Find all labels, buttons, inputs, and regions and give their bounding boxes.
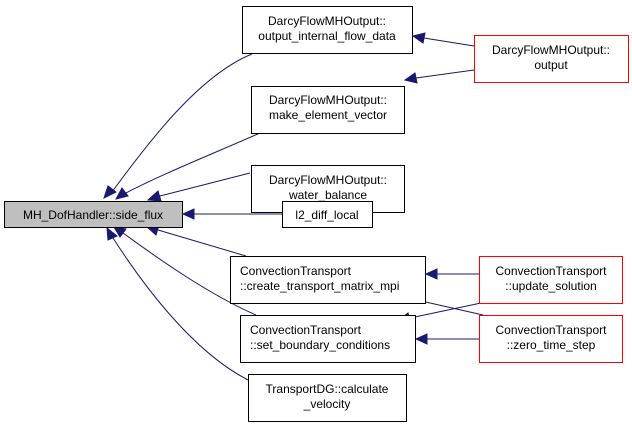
node-label: ::create_transport_matrix_mpi — [240, 279, 399, 293]
arrowhead — [103, 185, 117, 199]
node-label: ::zero_time_step — [507, 338, 596, 352]
edge-set_boundary_conditions-to-side_flux — [122, 232, 257, 316]
node-side-flux[interactable]: MH_DofHandler::side_flux — [4, 201, 183, 228]
node-label: output_internal_flow_data — [258, 29, 396, 43]
node-output-internal-flow-data[interactable]: DarcyFlowMHOutput:: output_internal_flow… — [242, 6, 413, 54]
arrowhead — [424, 268, 438, 280]
arrowhead — [106, 226, 118, 241]
node-label: TransportDG::calculate — [266, 382, 389, 396]
arrowhead — [411, 32, 426, 44]
node-label: ConvectionTransport — [496, 264, 608, 278]
node-label: ::set_boundary_conditions — [250, 338, 390, 352]
edge-create_transport_matrix_mpi-to-side_flux — [157, 229, 247, 257]
edge-water_balance-to-side_flux — [159, 172, 251, 197]
arrowhead — [403, 72, 418, 84]
node-create-transport-matrix-mpi[interactable]: ConvectionTransport ::create_transport_m… — [230, 256, 426, 304]
node-label: MH_DofHandler::side_flux — [23, 208, 163, 222]
edge-calculate_velocity-to-side_flux — [112, 237, 249, 381]
edge-output-to-output_internal_flow_data — [423, 37, 475, 47]
node-label: ConvectionTransport — [250, 323, 362, 337]
node-label: make_element_vector — [269, 108, 387, 122]
node-zero-time-step[interactable]: ConvectionTransport ::zero_time_step — [479, 315, 623, 363]
edge-make_element_vector-to-side_flux — [123, 132, 261, 195]
node-label: _velocity — [303, 397, 351, 411]
node-label: DarcyFlowMHOutput:: — [268, 14, 386, 28]
arrowhead — [181, 208, 195, 220]
node-label: water_balance — [288, 188, 367, 202]
edge-update_solution-to-set_boundary_conditions — [409, 302, 482, 319]
arrowhead — [414, 333, 428, 345]
node-label: ConvectionTransport — [240, 264, 352, 278]
edge-output_internal_flow_data-to-side_flux — [111, 53, 253, 193]
node-label: DarcyFlowMHOutput:: — [269, 173, 387, 187]
node-calculate-velocity[interactable]: TransportDG::calculate _velocity — [248, 374, 407, 422]
node-label: output — [534, 58, 568, 72]
node-label: DarcyFlowMHOutput:: — [492, 43, 610, 57]
node-l2-diff-local[interactable]: l2_diff_local — [282, 201, 373, 228]
edge-output-to-make_element_vector — [415, 69, 475, 79]
arrowhead — [146, 190, 162, 202]
arrowhead — [115, 187, 129, 200]
node-set-boundary-conditions[interactable]: ConvectionTransport ::set_boundary_condi… — [240, 315, 416, 363]
node-label: l2_diff_local — [295, 208, 358, 222]
node-make-element-vector[interactable]: DarcyFlowMHOutput:: make_element_vector — [251, 86, 405, 134]
node-update-solution[interactable]: ConvectionTransport ::update_solution — [479, 256, 623, 304]
node-label: ::update_solution — [505, 279, 596, 293]
node-label: ConvectionTransport — [496, 323, 608, 337]
node-label: DarcyFlowMHOutput:: — [269, 93, 387, 107]
node-output[interactable]: DarcyFlowMHOutput:: output — [474, 35, 629, 83]
